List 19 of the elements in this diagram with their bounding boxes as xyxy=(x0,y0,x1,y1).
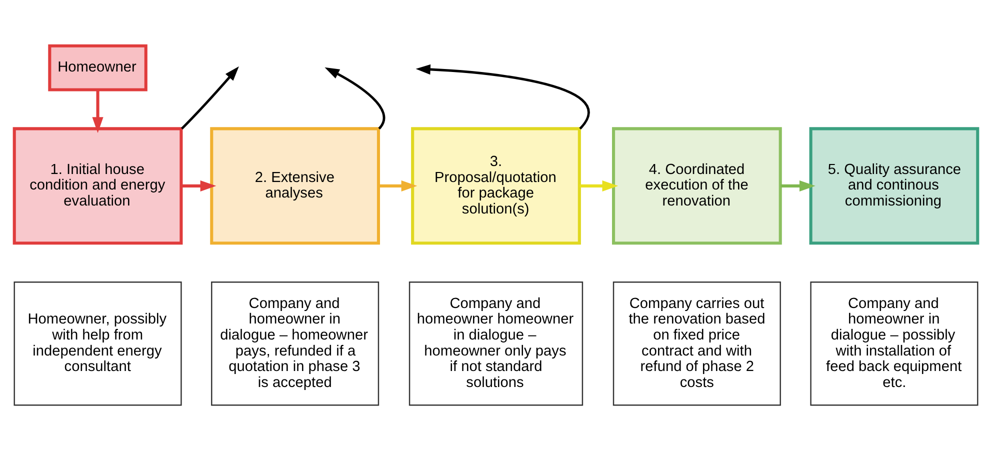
arrow xyxy=(378,180,417,191)
node-box: Company carries out the renovation based on fixed price contract and with refund of phase 2 costs xyxy=(612,281,780,406)
node-box: Company and homeowner in dialogue – homeowner pays, refunded if a quotation in phase 3 is accepted xyxy=(210,281,379,406)
arrow xyxy=(92,90,103,133)
arrow xyxy=(180,66,238,130)
node-box: Company and homeowner in dialogue – possibly with installation of feed back equipment etc. xyxy=(810,281,978,406)
arrow xyxy=(579,180,618,191)
node-box: 3. Proposal/quotation for package solution(s) xyxy=(410,126,580,244)
arrow xyxy=(780,180,815,191)
node-box: 1. Initial house condition and energy evaluation xyxy=(12,126,182,244)
arrow xyxy=(415,64,589,129)
node-box: Homeowner xyxy=(48,44,147,91)
node-box: 2. Extensive analyses xyxy=(210,126,380,244)
node-box: 5. Quality assurance and continous commissioning xyxy=(808,126,979,244)
node-box: Homeowner, possibly with help from independent energy consultant xyxy=(13,281,182,406)
node-box: 4. Coordinated execution of the renovation xyxy=(612,126,782,244)
node-box: Company and homeowner homeowner in dialogue – homeowner only pays if not standard solutions xyxy=(408,281,583,406)
arrow xyxy=(180,180,216,191)
arrow xyxy=(324,66,385,129)
